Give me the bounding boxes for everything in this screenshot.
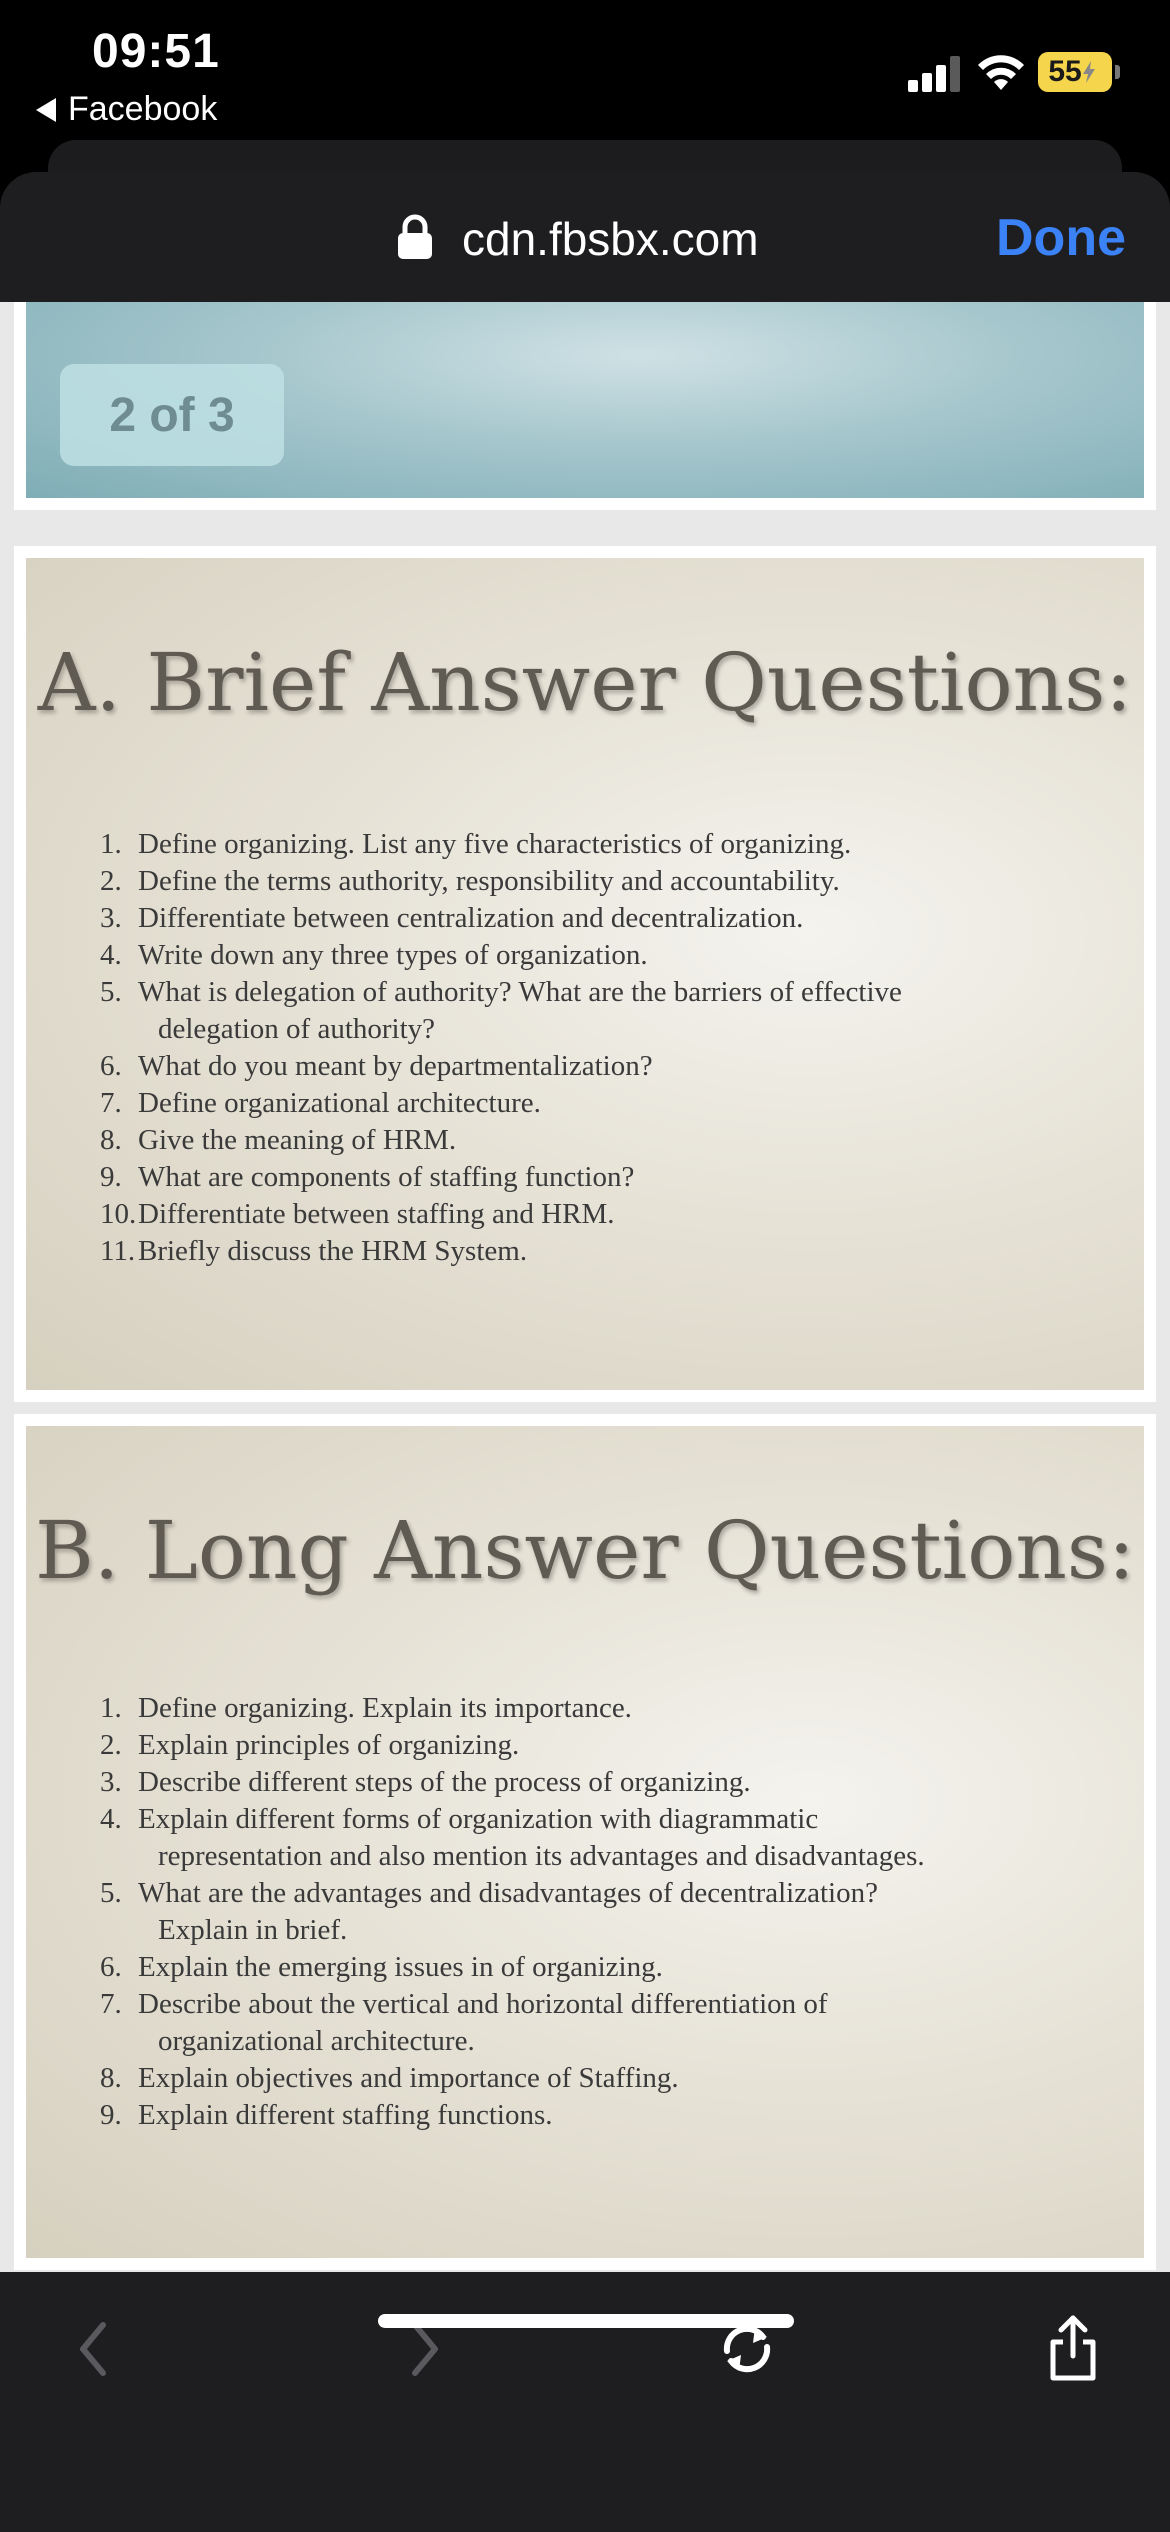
back-app-label: Facebook [68, 90, 218, 128]
question-text: What are components of staffing function… [138, 1161, 635, 1193]
question-number: 9. [100, 2099, 122, 2131]
question-text: Write down any three types of organizati… [138, 939, 648, 971]
question-number: 5. [100, 976, 122, 1008]
question-text: What is delegation of authority? What ar… [138, 976, 902, 1008]
browser-header: cdn.fbsbx.com Done [0, 172, 1170, 302]
question-item: 5. What is delegation of authority? What … [100, 974, 1104, 1048]
browser-toolbar [0, 2272, 1170, 2532]
question-item: 2. Explain principles of organizing. [100, 1727, 1104, 1764]
question-item: 2. Define the terms authority, responsibi… [100, 863, 1104, 900]
page-indicator-badge: 2 of 3 [60, 364, 284, 466]
question-item: 6. Explain the emerging issues in of orga… [100, 1949, 1104, 1986]
back-button[interactable] [58, 2314, 128, 2384]
slide-long-answer: B. Long Answer Questions: 1. Define organ… [14, 1414, 1156, 2270]
question-number: 7. [100, 1988, 122, 2020]
question-text: Define organizational architecture. [138, 1087, 541, 1119]
status-time: 09:51 [92, 25, 220, 78]
lock-icon [398, 214, 432, 259]
question-item: 4. Explain different forms of organizatio… [100, 1801, 1104, 1875]
question-number: 9. [100, 1161, 122, 1193]
charging-bolt-icon [1082, 61, 1095, 83]
question-list: 1. Define organizing. List any five chara… [100, 826, 1104, 1270]
question-number: 4. [100, 1803, 122, 1835]
question-number: 11. [100, 1235, 136, 1267]
question-text: Briefly discuss the HRM System. [138, 1235, 528, 1267]
question-item: 9. Explain different staffing functions. [100, 2097, 1104, 2134]
question-item: 8. Explain objectives and importance of S… [100, 2060, 1104, 2097]
question-text: Define organizing. List any five charact… [138, 828, 852, 860]
wifi-icon [978, 55, 1024, 90]
status-bar: 09:51 Facebook 55 [0, 0, 1170, 140]
question-item: 11.Briefly discuss the HRM System. [100, 1233, 1104, 1270]
question-item: 4. Write down any three types of organiza… [100, 937, 1104, 974]
question-number: 4. [100, 939, 122, 971]
question-text: Differentiate between centralization and… [138, 902, 804, 934]
question-text: Differentiate between staffing and HRM. [138, 1198, 615, 1230]
question-text-continued: representation and also mention its adva… [158, 1840, 925, 1872]
question-number: 8. [100, 2062, 122, 2094]
back-to-app-button[interactable]: Facebook [36, 90, 217, 129]
question-text: Explain different forms of organization … [138, 1803, 819, 1835]
question-item: 5. What are the advantages and disadvanta… [100, 1875, 1104, 1949]
share-icon [1050, 2315, 1096, 2381]
question-number: 6. [100, 1050, 122, 1082]
back-triangle-icon [36, 97, 56, 122]
slide-title: A. Brief Answer Questions: [37, 636, 1133, 729]
refresh-icon [723, 2325, 771, 2373]
question-text: Describe about the vertical and horizont… [138, 1988, 828, 2020]
in-app-browser-sheet: cdn.fbsbx.com Done A. Brief Answer Quest… [0, 172, 1170, 2532]
refresh-button[interactable] [712, 2314, 782, 2384]
question-number: 6. [100, 1951, 122, 1983]
question-text-continued: Explain in brief. [158, 1914, 348, 1946]
question-text: What are the advantages and disadvantage… [138, 1877, 878, 1909]
question-item: 6. What do you meant by departmentalizati… [100, 1048, 1104, 1085]
battery-level: 55 [1048, 55, 1082, 88]
question-number: 8. [100, 1124, 122, 1156]
question-item: 8. Give the meaning of HRM. [100, 1122, 1104, 1159]
share-button[interactable] [1038, 2314, 1108, 2384]
question-item: 10.Differentiate between staffing and HR… [100, 1196, 1104, 1233]
question-text-continued: organizational architecture. [158, 2025, 475, 2057]
question-number: 10. [100, 1198, 137, 1230]
question-text: Explain different staffing functions. [138, 2099, 553, 2131]
question-item: 9. What are components of staffing functi… [100, 1159, 1104, 1196]
question-text: Define organizing. Explain its importanc… [138, 1692, 632, 1724]
question-text: What do you meant by departmentalization… [138, 1050, 653, 1082]
question-text-continued: delegation of authority? [158, 1013, 436, 1045]
question-text: Give the meaning of HRM. [138, 1124, 457, 1156]
question-item: 7. Describe about the vertical and horizo… [100, 1986, 1104, 2060]
forward-button[interactable] [390, 2314, 460, 2384]
question-item: 3. Differentiate between centralization a… [100, 900, 1104, 937]
question-number: 3. [100, 902, 122, 934]
question-item: 3. Describe different steps of the proces… [100, 1764, 1104, 1801]
question-list: 1. Define organizing. Explain its importa… [100, 1690, 1104, 2134]
slide-title: B. Long Answer Questions: [35, 1504, 1135, 1597]
question-number: 5. [100, 1877, 122, 1909]
document-viewer[interactable]: A. Brief Answer Questions: 1. Define orga… [0, 302, 1170, 2272]
question-number: 2. [100, 1729, 122, 1761]
question-text: Explain principles of organizing. [138, 1729, 520, 1761]
slide-brief-answer: A. Brief Answer Questions: 1. Define orga… [14, 546, 1156, 1402]
done-button[interactable]: Done [996, 209, 1126, 267]
url-label: cdn.fbsbx.com [462, 213, 759, 265]
question-item: 1. Define organizing. List any five chara… [100, 826, 1104, 863]
question-number: 7. [100, 1087, 122, 1119]
chevron-right-icon [412, 2322, 438, 2376]
battery-icon: 55 [1038, 52, 1120, 92]
question-text: Explain the emerging issues in of organi… [138, 1951, 663, 1983]
question-number: 3. [100, 1766, 122, 1798]
question-item: 1. Define organizing. Explain its importa… [100, 1690, 1104, 1727]
question-number: 2. [100, 865, 122, 897]
question-text: Define the terms authority, responsibili… [138, 865, 840, 897]
question-text: Explain objectives and importance of Sta… [138, 2062, 679, 2094]
home-indicator[interactable] [378, 2314, 794, 2328]
question-number: 1. [100, 1692, 122, 1724]
chevron-left-icon [80, 2322, 106, 2376]
cellular-signal-icon [908, 56, 960, 92]
question-item: 7. Define organizational architecture. [100, 1085, 1104, 1122]
question-number: 1. [100, 828, 122, 860]
question-text: Describe different steps of the process … [138, 1766, 751, 1798]
